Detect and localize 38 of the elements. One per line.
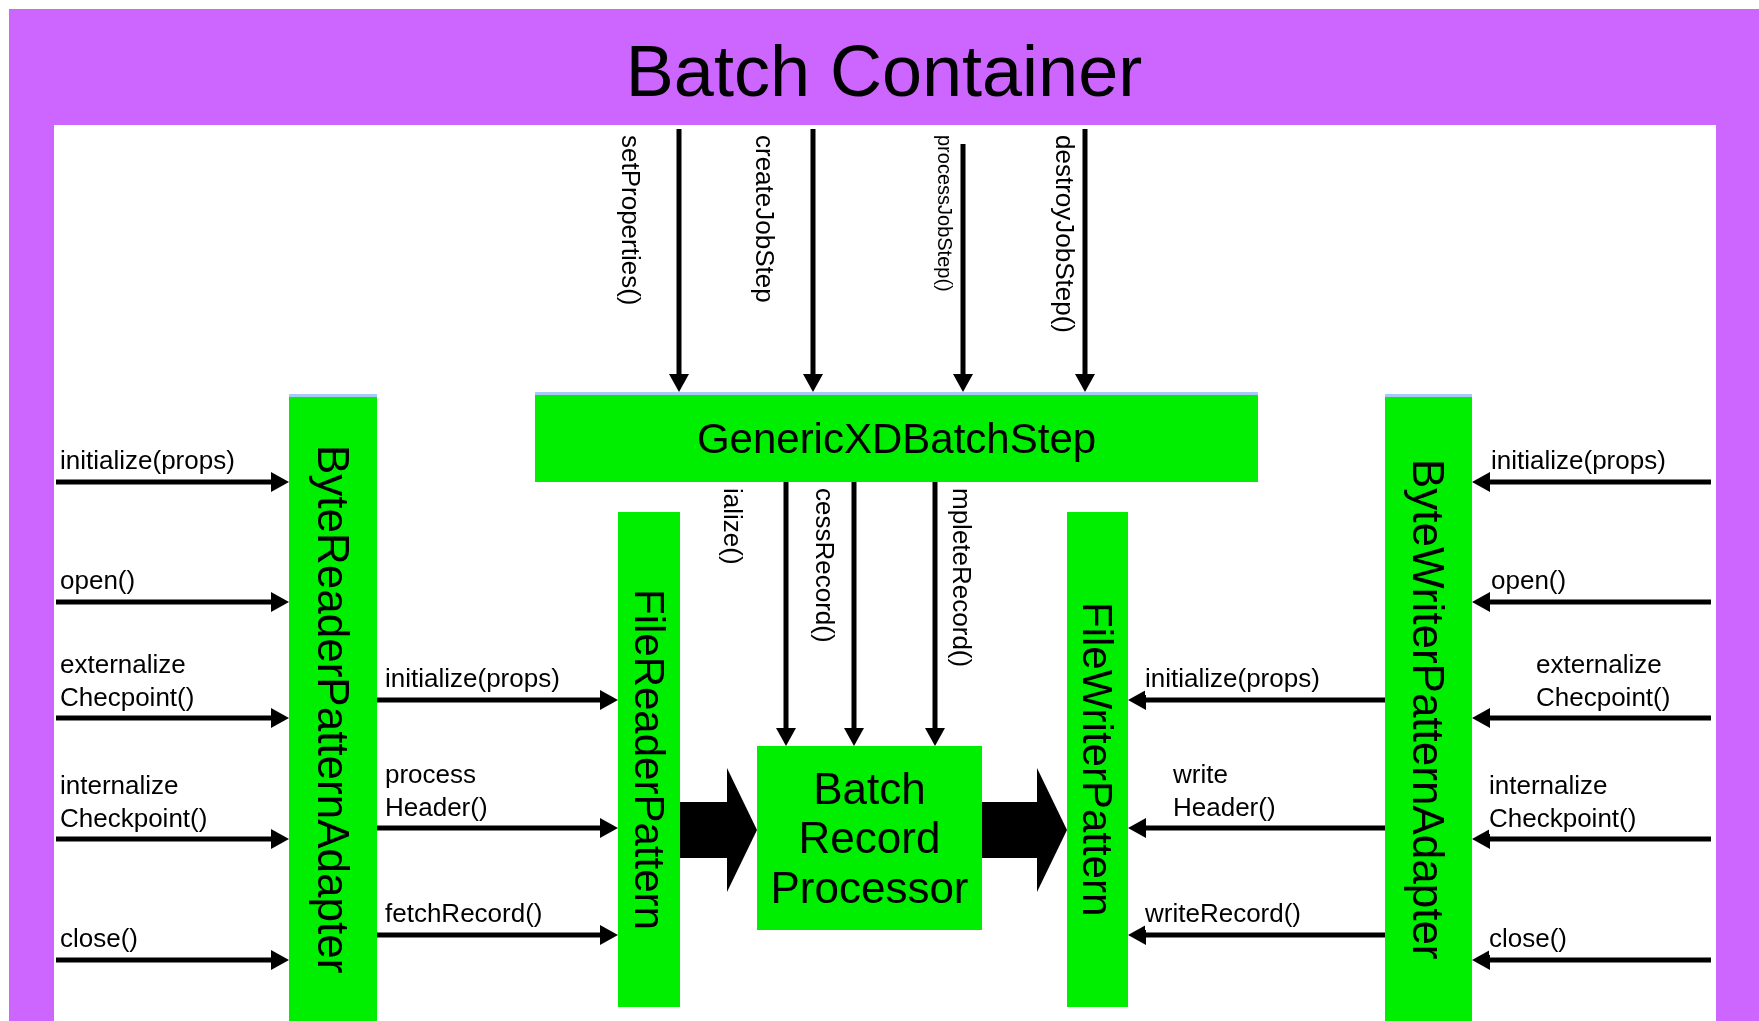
arrow [1472,708,1711,728]
arrow [1472,950,1711,970]
arrow [377,690,618,710]
block-arrow [982,768,1067,892]
arrow [56,829,289,849]
arrow [56,950,289,970]
box-label: Batch Record Processor [769,764,970,912]
box-label: GenericXDBatchStep [696,415,1097,462]
arrow [953,144,973,392]
arrow [925,482,945,746]
arrow [56,592,289,612]
process-box [1067,512,1128,1007]
process-box [618,512,680,1007]
arrow [1472,592,1711,612]
container-band [9,9,1759,1021]
arrow [669,129,689,392]
arrow [377,818,618,838]
arrow [56,472,289,492]
arrow [1128,690,1385,710]
arrow [776,482,796,746]
arrow [1075,129,1095,392]
arrow [1472,829,1711,849]
process-box [535,392,1258,482]
box-label: ByteWriterPatternAdapter [1403,458,1454,960]
process-box [289,394,377,1021]
process-box [757,746,982,930]
arrow [844,482,864,746]
arrow [803,129,823,392]
arrow [56,708,289,728]
arrow [1472,472,1711,492]
box-label: ByteReaderPatternAdapter [308,444,358,974]
container-title: Batch Container [625,31,1143,111]
process-box [1385,394,1472,1021]
arrow [1128,818,1385,838]
arrow [377,925,618,945]
arrow [1128,925,1385,945]
box-label: FileReaderPattern [625,589,673,930]
box-label: FileWriterPattern [1074,602,1121,917]
